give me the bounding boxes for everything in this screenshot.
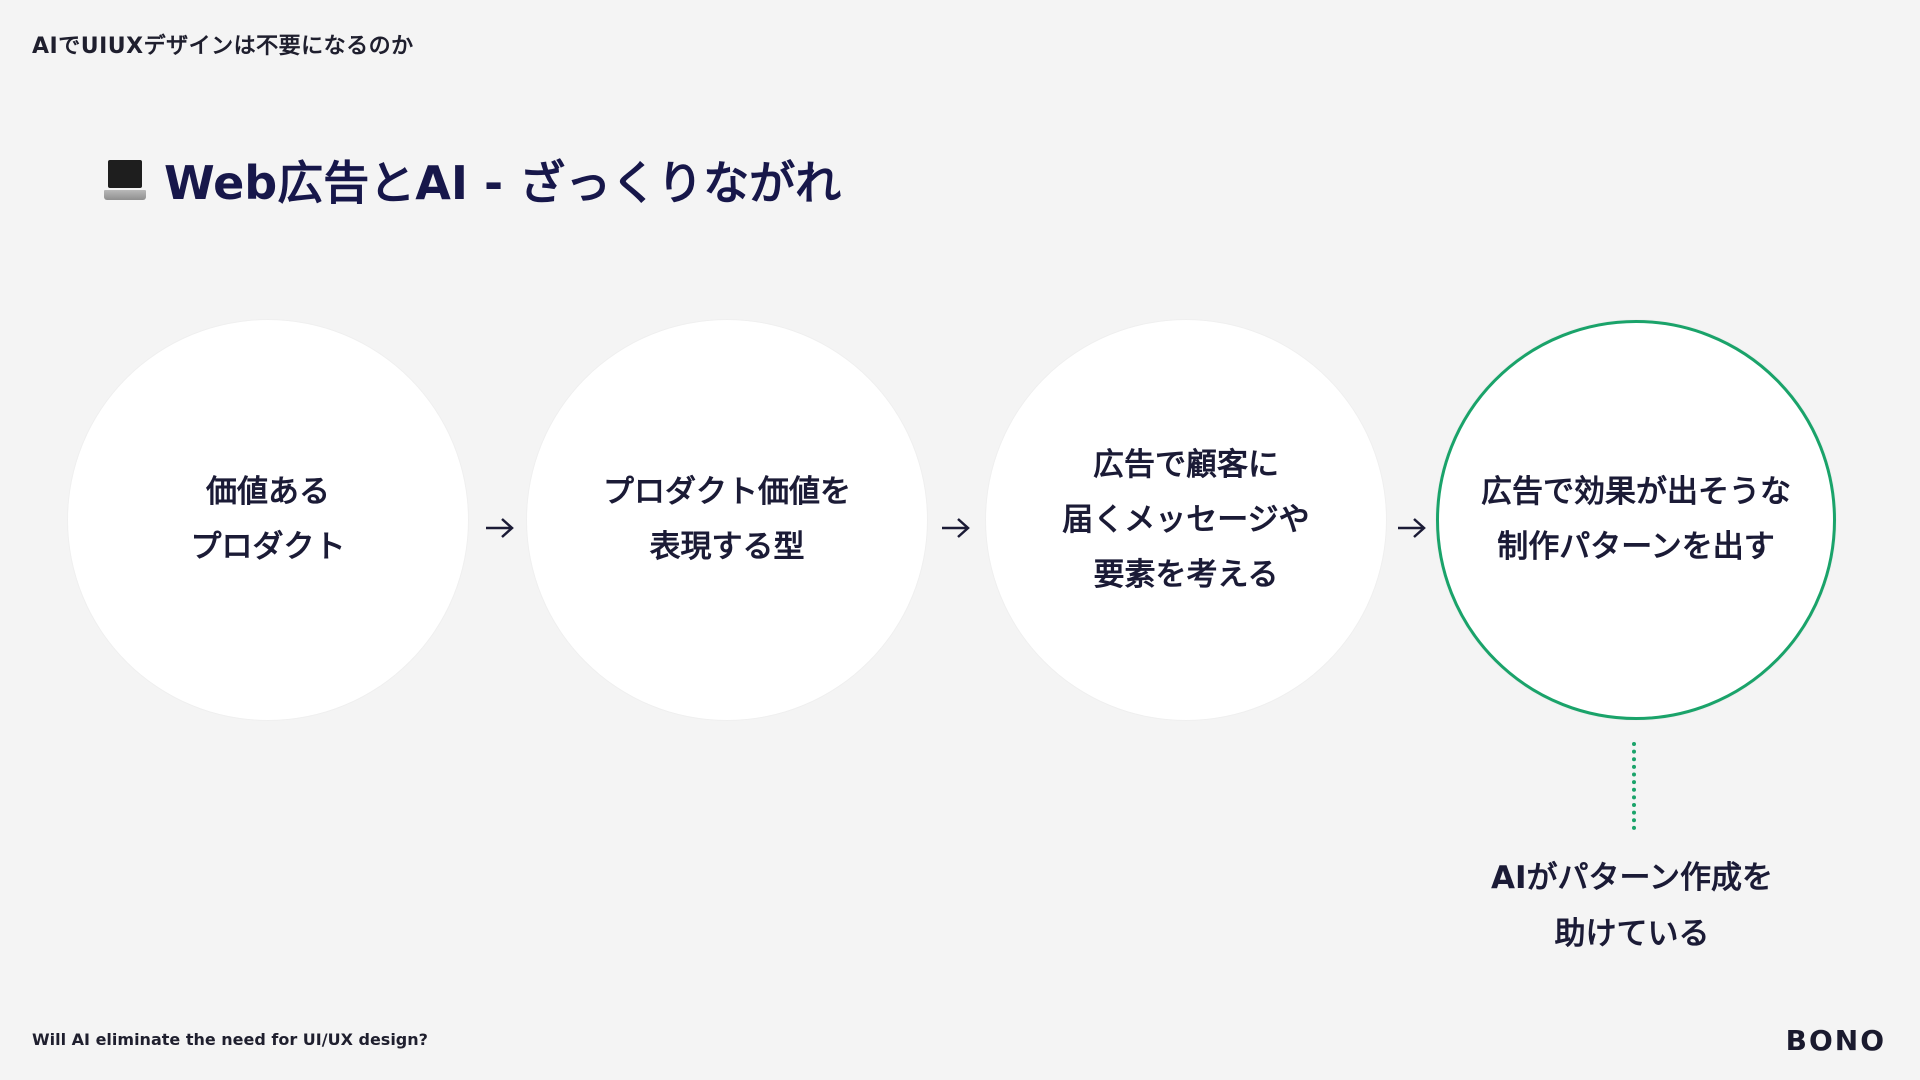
- laptop-icon: [104, 158, 146, 202]
- slide-heading-text: Web広告とAI - ざっくりながれ: [164, 156, 842, 210]
- step-circle-1: 価値ある プロダクト: [68, 320, 468, 720]
- step-circle-4-highlighted: 広告で効果が出そうな 制作パターンを出す: [1436, 320, 1836, 720]
- step-label-1: 価値ある プロダクト: [190, 474, 346, 565]
- footer-subtitle: Will AI eliminate the need for UI/UX des…: [32, 1030, 428, 1049]
- arrow-right-icon: [1398, 518, 1426, 538]
- dotted-connector: [1632, 742, 1636, 830]
- slide-heading: Web広告とAI - ざっくりながれ: [104, 148, 841, 212]
- arrow-right-icon: [486, 518, 514, 538]
- arrow-right-icon: [942, 518, 970, 538]
- step-label-4: 広告で効果が出そうな 制作パターンを出す: [1481, 474, 1791, 565]
- step-circle-3: 広告で顧客に 届くメッセージや 要素を考える: [986, 320, 1386, 720]
- page-title: AIでUIUXデザインは不要になるのか: [32, 34, 414, 59]
- step-label-3: 広告で顧客に 届くメッセージや 要素を考える: [1062, 446, 1310, 593]
- brand-logo: BONO: [1785, 1024, 1886, 1057]
- step-circle-2: プロダクト価値を 表現する型: [527, 320, 927, 720]
- step-label-2: プロダクト価値を 表現する型: [603, 474, 851, 565]
- annotation-text: AIがパターン作成を 助けている: [1491, 860, 1773, 952]
